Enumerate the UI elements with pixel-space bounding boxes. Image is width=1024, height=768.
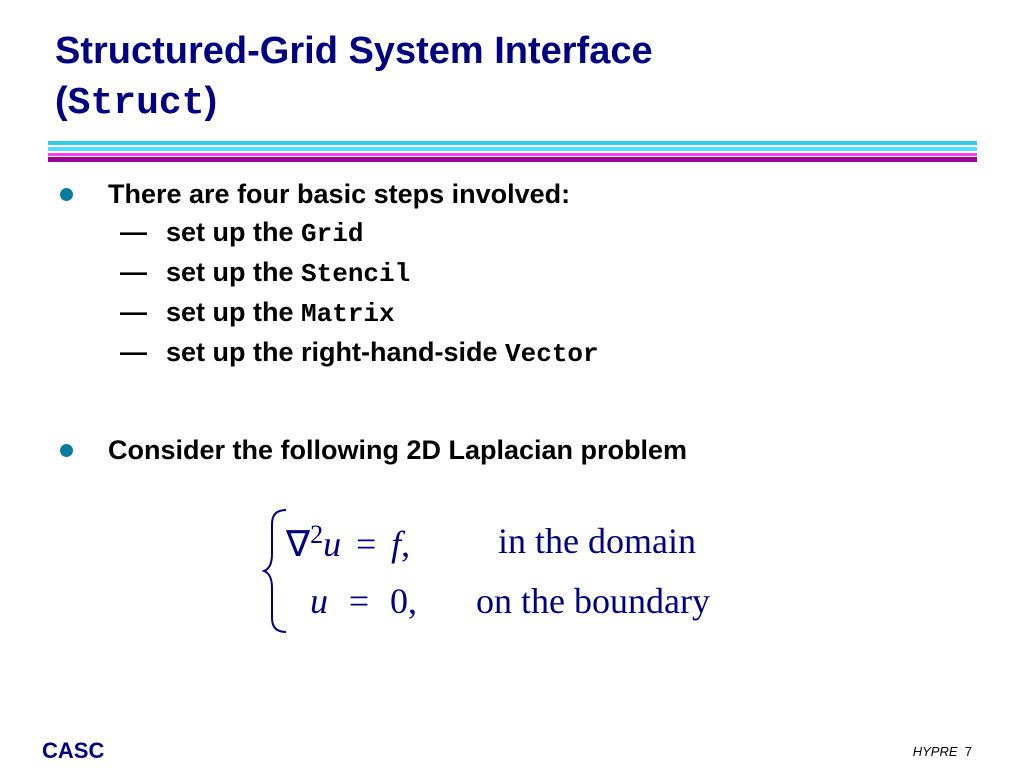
bullet-icon — [60, 444, 73, 457]
sub-item-code: Vector — [505, 339, 599, 369]
comma: , — [408, 581, 417, 621]
var-u: u — [310, 581, 328, 621]
sub-item-text: set up the — [166, 257, 302, 287]
equals: = — [348, 581, 370, 621]
var-f: f — [391, 524, 402, 564]
sub-item-code: Stencil — [301, 259, 411, 289]
casc-logo-text: CASC — [42, 738, 105, 763]
dash: — — [120, 217, 147, 247]
title-line2: (Struct) — [55, 76, 653, 129]
divider-purple — [48, 157, 977, 162]
condition-boundary: on the boundary — [476, 581, 710, 621]
title-line1: Structured-Grid System Interface — [55, 30, 653, 72]
title-code: Struct — [67, 82, 205, 125]
dash: — — [120, 257, 147, 287]
page-footer: HYPRE 7 — [913, 744, 972, 759]
title-paren-close: ) — [204, 80, 218, 122]
sub-item: — set up the right-hand-side Vector — [120, 336, 599, 370]
divider-magenta — [48, 153, 977, 156]
exponent: 2 — [310, 520, 324, 549]
laplacian-equation: ∇2u = f, in the domain u = 0, on the bou… — [262, 506, 782, 636]
sub-item-text: set up the right-hand-side — [166, 337, 506, 367]
comma: , — [401, 524, 411, 564]
sub-item-code: Matrix — [301, 299, 395, 329]
page-number: 7 — [964, 744, 972, 759]
sub-item: — set up the Matrix — [120, 296, 395, 330]
bullet-text: There are four basic steps involved: — [108, 179, 571, 209]
bullet-icon — [60, 188, 73, 201]
bullet-text: Consider the following 2D Laplacian prob… — [108, 435, 688, 465]
sub-item: — set up the Grid — [120, 216, 363, 250]
zero: 0 — [390, 581, 408, 621]
sub-item-text: set up the — [166, 217, 302, 247]
sub-item: — set up the Stencil — [120, 256, 410, 290]
sub-item-code: Grid — [301, 219, 364, 249]
slide-title: Structured-Grid System Interface (Struct… — [55, 26, 653, 129]
dash: — — [120, 297, 147, 327]
condition-domain: in the domain — [498, 521, 696, 561]
equation-row-1: ∇2u = f, — [286, 520, 410, 565]
equals: = — [355, 524, 377, 564]
equation-row-2: u = 0, — [310, 580, 417, 622]
var-u: u — [323, 524, 342, 564]
left-brace-icon — [262, 509, 287, 633]
dash: — — [120, 337, 147, 367]
nabla-symbol: ∇ — [286, 524, 311, 564]
title-paren-open: ( — [55, 80, 68, 122]
footer-label: HYPRE — [912, 744, 958, 759]
sub-item-text: set up the — [166, 297, 302, 327]
divider-light-cyan — [48, 147, 977, 151]
divider-cyan — [48, 141, 977, 145]
